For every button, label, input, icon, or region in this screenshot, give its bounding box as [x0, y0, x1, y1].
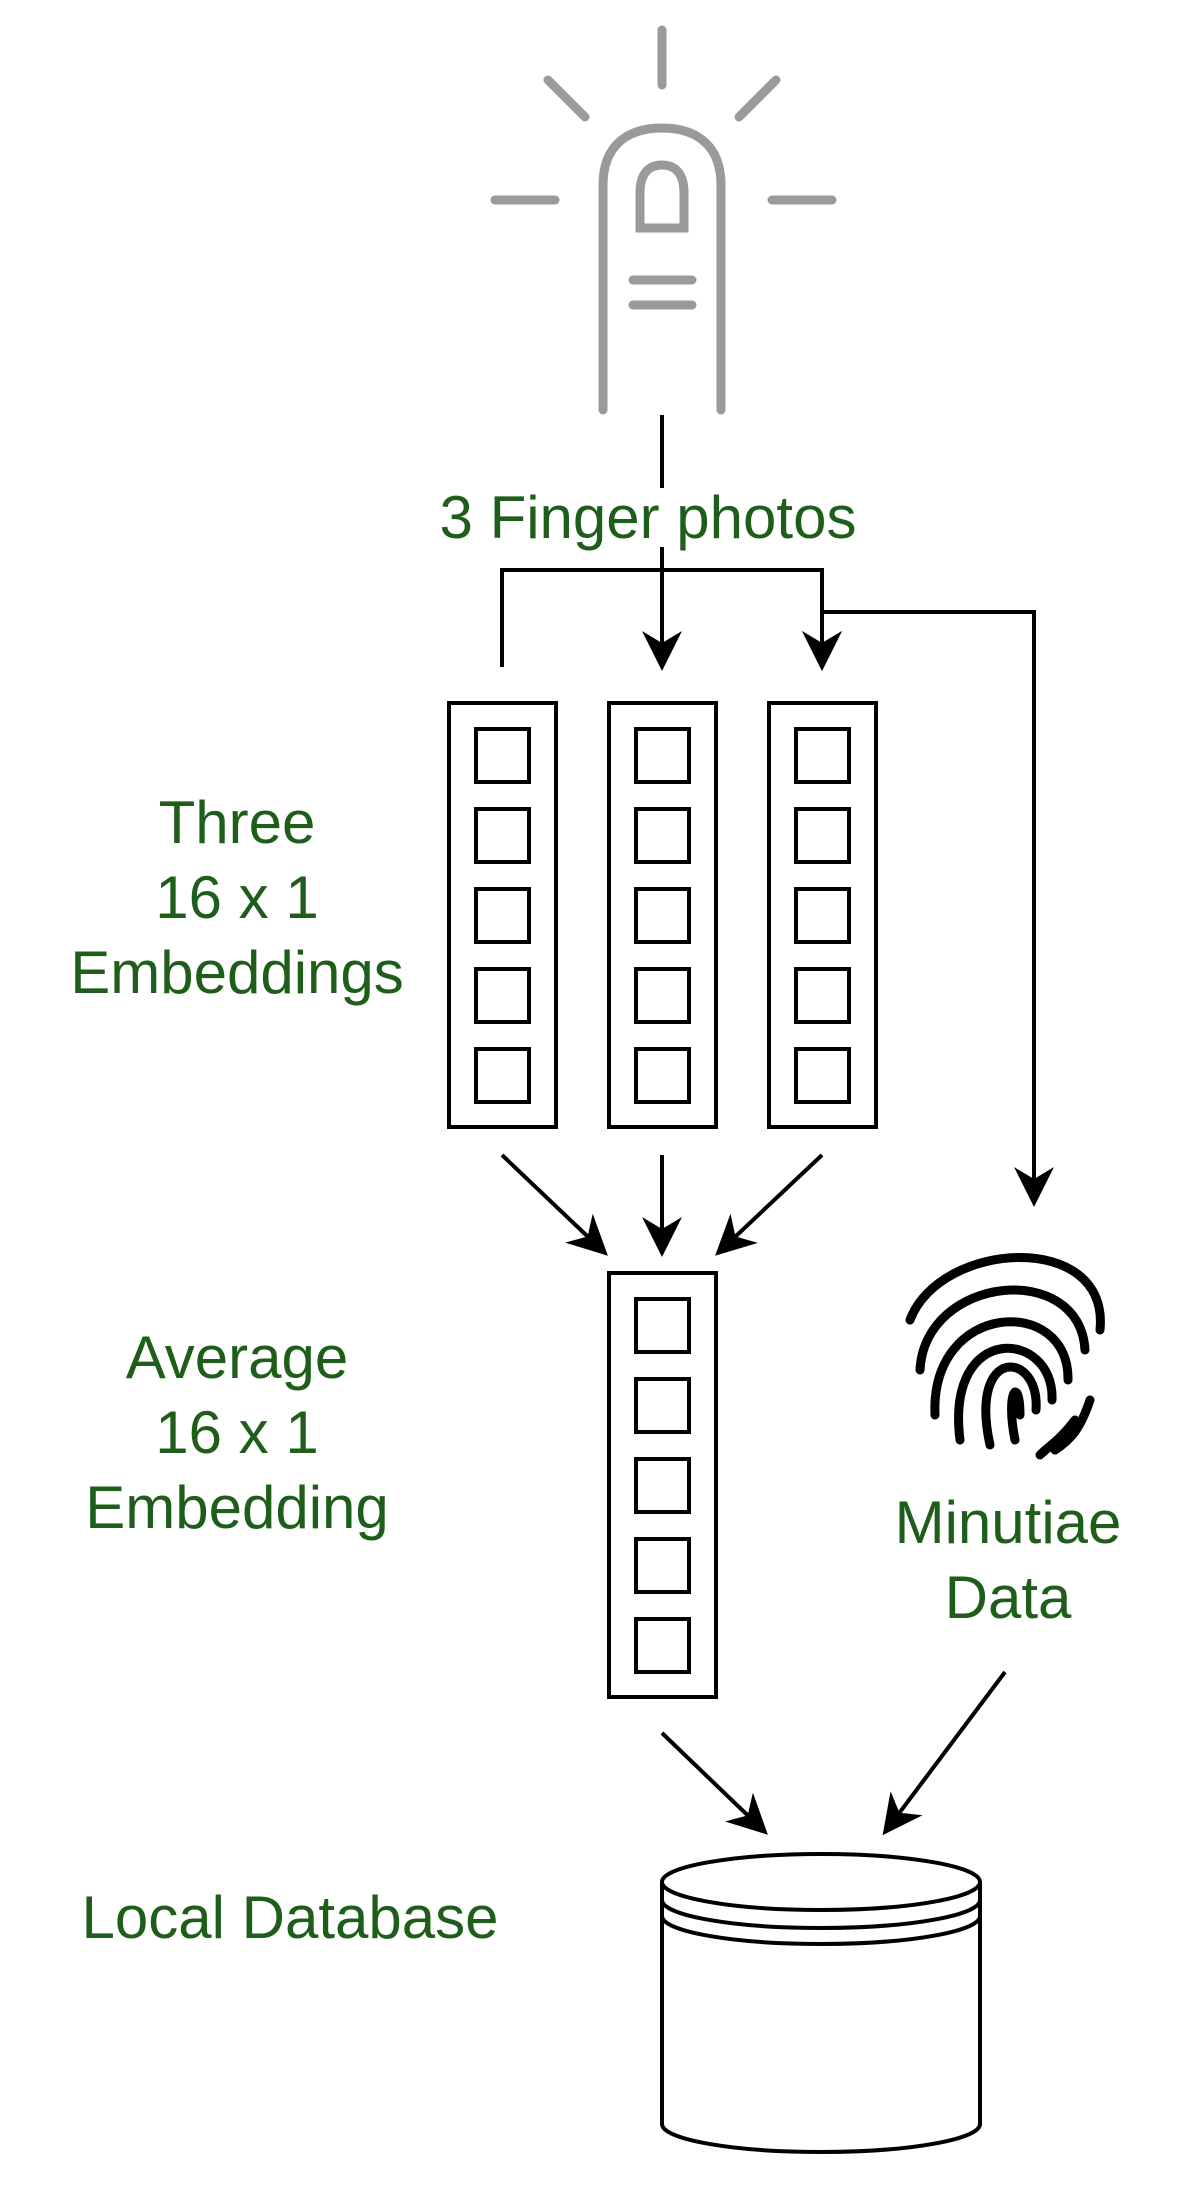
embedding-cell: [634, 1617, 691, 1674]
svg-text:Minutiae: Minutiae: [895, 1489, 1122, 1556]
svg-text:Data: Data: [945, 1564, 1072, 1631]
embedding-cell: [474, 967, 531, 1024]
fingerprint-icon: [905, 1253, 1105, 1460]
embedding-cell: [474, 727, 531, 784]
embedding-cell: [634, 887, 691, 944]
average-embedding: [607, 1271, 718, 1699]
finger-photos-label: 3 Finger photos: [440, 484, 857, 551]
three-embeddings-label: Three 16 x 1 Embeddings: [70, 789, 404, 1006]
svg-text:Average: Average: [126, 1324, 348, 1391]
embedding-cell: [634, 1047, 691, 1104]
svg-text:16 x 1: 16 x 1: [155, 1399, 318, 1466]
embedding-cell: [794, 727, 851, 784]
embedding-cell: [634, 727, 691, 784]
embedding-cell: [634, 1457, 691, 1514]
embedding-cell: [474, 1047, 531, 1104]
finger-touch-icon: [490, 25, 837, 415]
embedding-cell: [634, 1537, 691, 1594]
embedding-cell: [474, 887, 531, 944]
embedding-cell: [634, 967, 691, 1024]
svg-text:Embedding: Embedding: [85, 1474, 389, 1541]
average-embedding-label: Average 16 x 1 Embedding: [85, 1324, 389, 1541]
embedding-cell: [794, 807, 851, 864]
embedding-cell: [794, 887, 851, 944]
database-icon: [660, 1852, 982, 2154]
three-embeddings: [447, 701, 878, 1129]
embedding-cell: [794, 1047, 851, 1104]
minutiae-label: Minutiae Data: [895, 1489, 1122, 1631]
embedding-cell: [794, 967, 851, 1024]
local-database-label: Local Database: [82, 1884, 499, 1951]
embedding-cell: [634, 1377, 691, 1434]
embedding-cell: [474, 807, 531, 864]
svg-text:Embeddings: Embeddings: [70, 939, 404, 1006]
embedding-cell: [634, 1297, 691, 1354]
svg-text:Three: Three: [159, 789, 316, 856]
embedding-cell: [634, 807, 691, 864]
svg-text:16 x 1: 16 x 1: [155, 864, 318, 931]
